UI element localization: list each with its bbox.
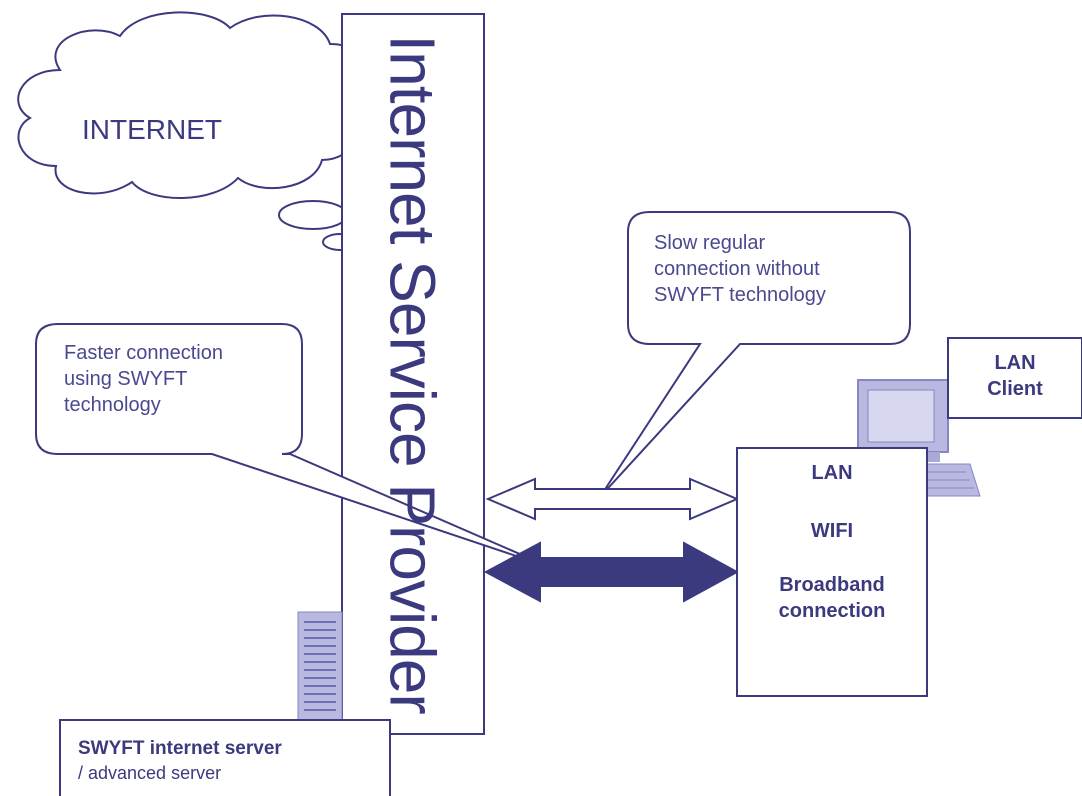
fast-callout-text: Faster connection using SWYFT technology (64, 340, 223, 418)
server-caption-box (59, 719, 391, 796)
isp-label-container: Internet Service Provider (342, 14, 484, 734)
slow-callout (599, 211, 911, 498)
fast-connection-arrow (483, 541, 740, 603)
server-caption: SWYFT internet server / advanced server (78, 736, 282, 785)
fast-callout-line-3: technology (64, 394, 161, 416)
internet-label: INTERNET (82, 114, 222, 145)
fast-callout-line-1: Faster connection (64, 342, 223, 364)
lan-box-lan-label: LAN (811, 462, 853, 484)
lan-box-broadband-label: Broadband connection (737, 572, 927, 624)
internet-cloud (17, 11, 370, 199)
isp-label: Internet Service Provider (377, 34, 449, 714)
slow-callout-line-3: SWYFT technology (654, 284, 826, 306)
broadband-line-1: Broadband (779, 574, 885, 596)
server-subtitle: / advanced server (78, 763, 222, 783)
server-title: SWYFT internet server (78, 738, 282, 759)
slow-callout-text: Slow regular connection without SWYFT te… (654, 230, 826, 308)
broadband-line-2: connection (778, 600, 886, 622)
lan-box-wifi-label: WIFI (810, 520, 854, 542)
fast-callout (35, 323, 553, 569)
lan-client-line-2: Client (987, 378, 1043, 400)
lan-client-line-1: LAN (994, 352, 1036, 374)
lan-client-box (947, 337, 1082, 419)
slow-connection-arrow (485, 477, 740, 521)
server-icon (297, 611, 343, 735)
fast-callout-line-2: using SWYFT (64, 368, 188, 390)
lan-box (736, 447, 928, 697)
lan-client-label: LAN Client (948, 350, 1082, 402)
slow-callout-line-2: connection without (654, 258, 820, 280)
isp-box (341, 13, 485, 735)
slow-callout-line-1: Slow regular (654, 232, 766, 254)
